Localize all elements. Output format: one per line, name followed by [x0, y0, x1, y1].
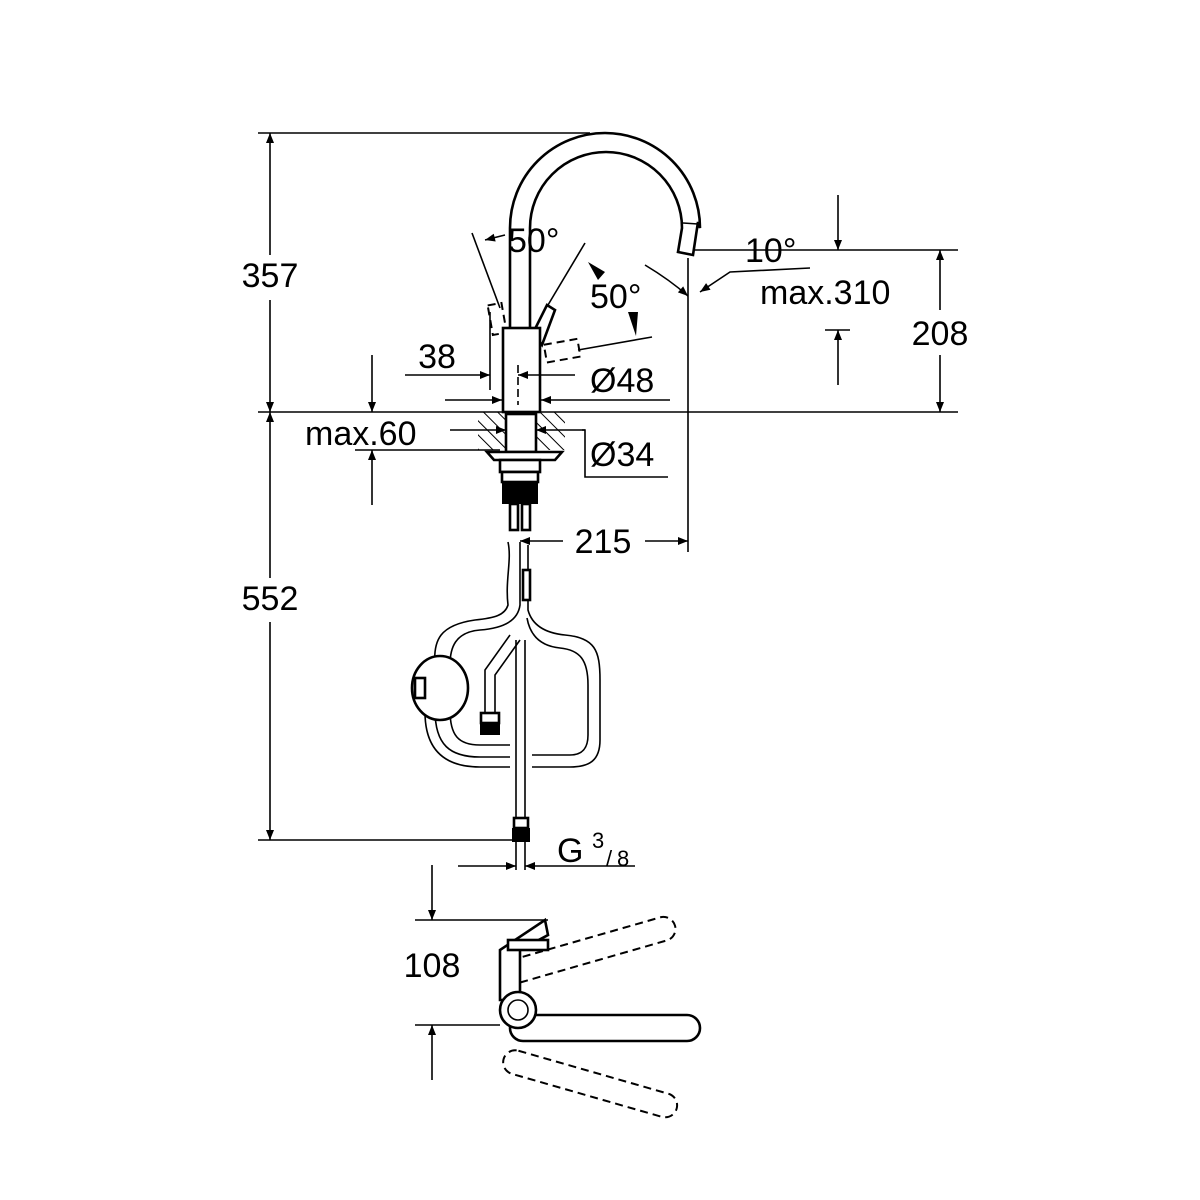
dim-108: 108 — [404, 947, 461, 985]
dim-10deg: 10° — [745, 232, 796, 270]
dim-357: 357 — [242, 257, 299, 295]
dim-max-60: max.60 — [305, 415, 417, 453]
dim-38: 38 — [418, 338, 456, 376]
reach-dimension: 215 — [520, 523, 688, 561]
thread-denominator: 8 — [617, 846, 629, 871]
thread-g: G — [557, 832, 583, 870]
dim-50deg-left: 50° — [508, 222, 559, 260]
dim-diameter-48: Ø48 — [590, 362, 654, 400]
handle-rotation: 50° 50° — [471, 222, 653, 390]
dim-215: 215 — [575, 523, 632, 561]
reference-lines — [258, 132, 958, 841]
deck-dimensions: max.60 Ø34 — [305, 355, 668, 505]
body-dimensions: 38 Ø48 — [405, 338, 670, 404]
outlet-height-dimension: 208 — [912, 250, 969, 412]
dim-208: 208 — [912, 315, 969, 353]
dim-diameter-34: Ø34 — [590, 436, 654, 474]
thread-numerator: 3 — [592, 828, 604, 853]
top-view: 108 — [404, 865, 702, 1119]
hose-assembly — [410, 541, 601, 870]
dim-max-310: max.310 — [760, 274, 890, 312]
thread-dimension: G 3 / 8 — [458, 828, 635, 871]
height-dimension: 357 552 — [242, 133, 299, 840]
faucet-spout — [508, 131, 702, 332]
dim-50deg-right: 50° — [590, 278, 641, 316]
dim-552: 552 — [242, 580, 299, 618]
faucet-body — [478, 326, 565, 532]
max-outlet-dimension: max.310 10° — [644, 195, 890, 385]
svg-text:/: / — [606, 846, 613, 871]
